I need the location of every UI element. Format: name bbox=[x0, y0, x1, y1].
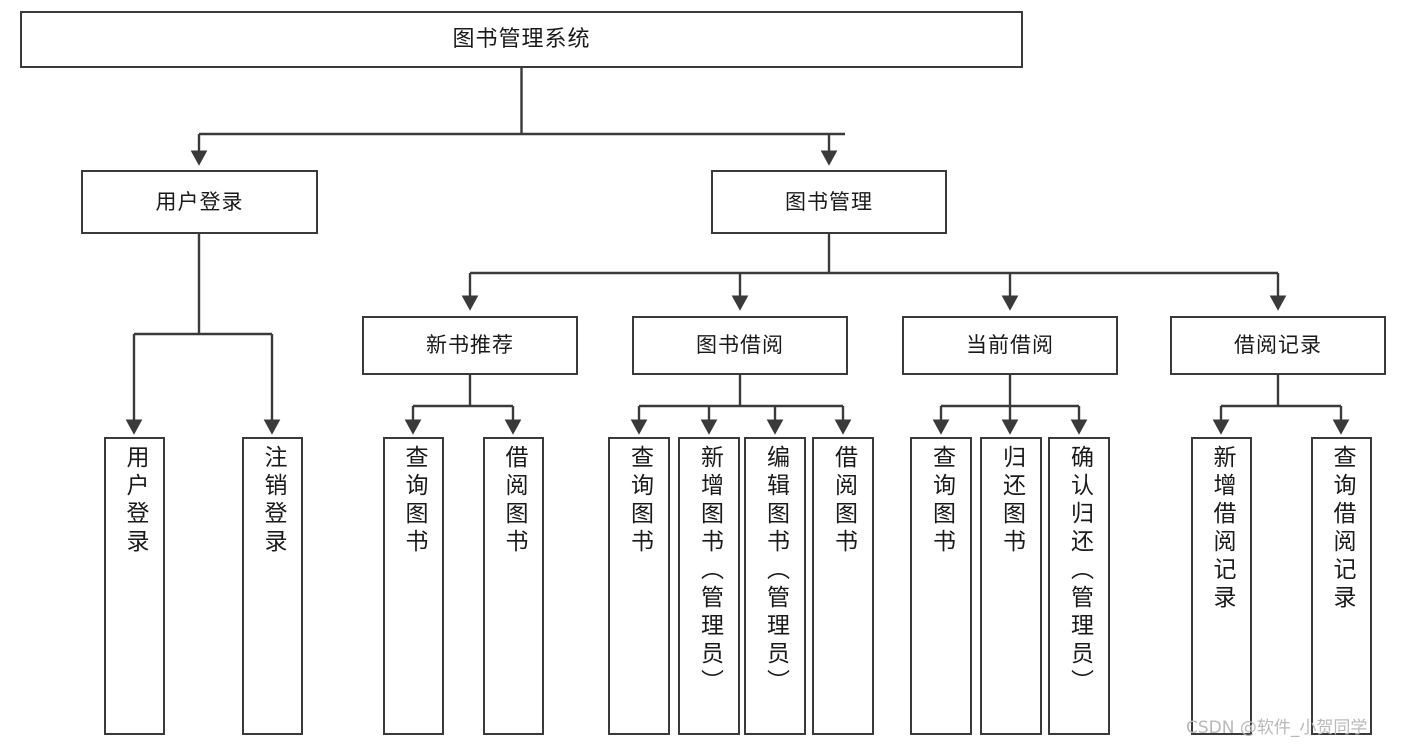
node-label: 图书借阅 bbox=[696, 333, 784, 358]
node-label: 借阅记录 bbox=[1234, 333, 1322, 358]
node-label: 用户登录 bbox=[155, 189, 244, 214]
node-label: 用户登录 bbox=[122, 445, 148, 557]
node-label: 查询图书 bbox=[626, 445, 653, 557]
node-label: 查询图书 bbox=[928, 445, 955, 557]
leaf-user-login-logout[interactable]: 注销登录 bbox=[242, 437, 303, 735]
leaf-record-query-record[interactable]: 查询借阅记录 bbox=[1311, 437, 1372, 735]
leaf-recommend-query-book[interactable]: 查询图书 bbox=[383, 437, 444, 735]
node-book-management[interactable]: 图书管理 bbox=[711, 170, 947, 234]
node-label: 查询图书 bbox=[401, 445, 427, 557]
node-label: 新增图书（管理员） bbox=[696, 445, 723, 697]
node-label: 确认归还（管理员） bbox=[1066, 445, 1093, 697]
node-label: 新增借阅记录 bbox=[1209, 445, 1235, 613]
leaf-borrow-edit-book-admin[interactable]: 编辑图书（管理员） bbox=[744, 437, 806, 735]
node-label: 图书管理系统 bbox=[452, 26, 591, 52]
leaf-current-confirm-return-admin[interactable]: 确认归还（管理员） bbox=[1048, 437, 1110, 735]
node-label: 借阅图书 bbox=[501, 445, 527, 557]
node-root-system[interactable]: 图书管理系统 bbox=[20, 11, 1023, 68]
leaf-user-login-login[interactable]: 用户登录 bbox=[104, 437, 165, 735]
node-label: 编辑图书（管理员） bbox=[762, 445, 789, 697]
node-label: 当前借阅 bbox=[966, 333, 1054, 358]
node-label: 归还图书 bbox=[998, 445, 1025, 557]
node-label: 新书推荐 bbox=[426, 333, 514, 358]
node-user-login[interactable]: 用户登录 bbox=[81, 170, 318, 234]
node-label: 查询借阅记录 bbox=[1329, 445, 1355, 613]
node-book-borrow[interactable]: 图书借阅 bbox=[632, 316, 848, 375]
node-current-borrow[interactable]: 当前借阅 bbox=[902, 316, 1118, 375]
leaf-recommend-borrow-book[interactable]: 借阅图书 bbox=[483, 437, 544, 735]
node-label: 借阅图书 bbox=[830, 445, 857, 557]
node-label: 注销登录 bbox=[260, 445, 286, 557]
leaf-borrow-query-book[interactable]: 查询图书 bbox=[608, 437, 670, 735]
node-borrow-record[interactable]: 借阅记录 bbox=[1170, 316, 1386, 375]
csdn-watermark: CSDN @软件_小贺同学 bbox=[1186, 718, 1368, 738]
leaf-borrow-borrow-book[interactable]: 借阅图书 bbox=[812, 437, 874, 735]
leaf-record-add-record[interactable]: 新增借阅记录 bbox=[1191, 437, 1252, 735]
leaf-borrow-add-book-admin[interactable]: 新增图书（管理员） bbox=[678, 437, 740, 735]
node-new-book-recommend[interactable]: 新书推荐 bbox=[362, 316, 578, 375]
leaf-current-query-book[interactable]: 查询图书 bbox=[910, 437, 972, 735]
node-label: 图书管理 bbox=[785, 189, 873, 214]
leaf-current-return-book[interactable]: 归还图书 bbox=[980, 437, 1042, 735]
